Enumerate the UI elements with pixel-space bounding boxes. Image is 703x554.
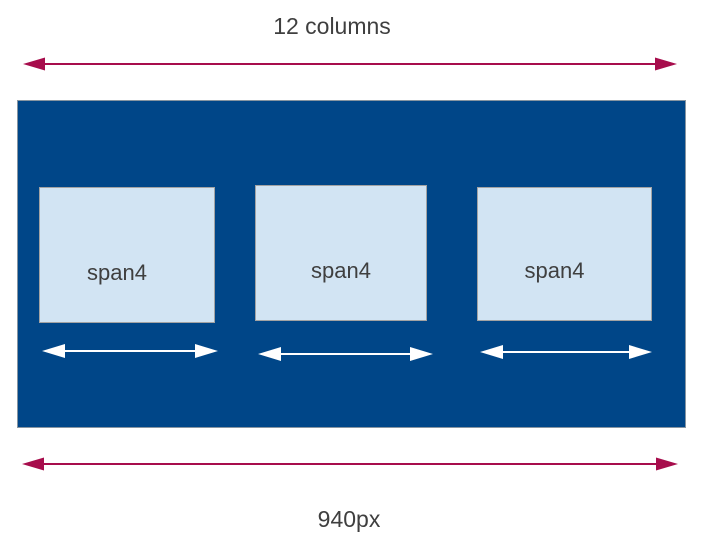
grid-cell-span4-1: span4 [39, 187, 215, 323]
cell-width-arrow-icon-1 [42, 344, 218, 358]
cell-width-arrow-icon-3 [480, 345, 652, 359]
pixel-width-label: 940px [317, 506, 381, 532]
cell-label: span4 [87, 260, 147, 285]
columns-count-label: 12 columns [273, 13, 391, 39]
pixel-width-arrow-icon [22, 457, 678, 471]
grid-cell-span4-2: span4 [255, 185, 427, 321]
grid-cell-span4-3: span4 [477, 187, 652, 321]
arrowhead-right-icon [410, 347, 433, 361]
arrowhead-left-icon [23, 57, 45, 71]
cell-label: span4 [311, 258, 371, 283]
arrowhead-left-icon [480, 345, 503, 359]
arrowhead-left-icon [258, 347, 281, 361]
arrowhead-right-icon [655, 57, 677, 71]
cell-label: span4 [524, 258, 585, 283]
arrowhead-left-icon [22, 457, 44, 471]
arrowhead-right-icon [629, 345, 652, 359]
arrowhead-left-icon [42, 344, 65, 358]
cell-width-arrow-icon-2 [258, 347, 433, 361]
arrowhead-right-icon [656, 457, 678, 471]
arrowhead-right-icon [195, 344, 218, 358]
total-width-arrow-icon [23, 57, 677, 71]
